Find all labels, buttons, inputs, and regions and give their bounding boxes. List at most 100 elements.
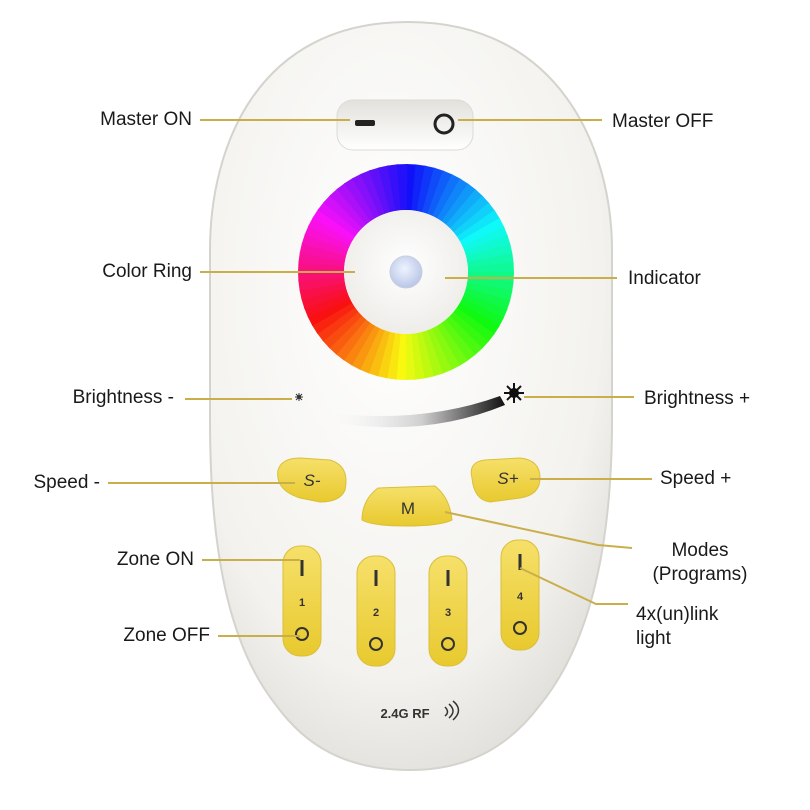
color-ring-segment <box>385 332 401 380</box>
zone-4-button[interactable] <box>500 539 540 651</box>
color-ring-segment <box>445 189 484 229</box>
zone-number: 2 <box>373 607 379 619</box>
brightness-slider[interactable] <box>320 396 505 428</box>
color-ring-segment <box>298 261 345 272</box>
color-ring-segment <box>426 328 452 374</box>
zone-off-mark <box>441 637 455 651</box>
color-ring-segment <box>449 311 489 350</box>
color-ring-segment <box>298 251 346 267</box>
color-ring[interactable] <box>298 164 514 380</box>
color-ring-segment <box>462 226 508 252</box>
color-ring-segment <box>301 233 349 256</box>
color-ring-segment <box>449 195 490 233</box>
color-ring-segment <box>432 174 462 219</box>
master-on-label: Master ON <box>100 109 192 130</box>
color-ring-segment <box>323 194 363 233</box>
link-leader <box>519 567 628 605</box>
mode-key-label: M <box>401 499 415 518</box>
zone-number: 1 <box>299 597 305 609</box>
color-ring-segment <box>441 183 477 226</box>
color-ring-segment <box>422 167 445 215</box>
speed-plus-key-label: S+ <box>497 469 518 488</box>
mode-button[interactable] <box>361 485 453 527</box>
master-off-label: Master OFF <box>612 111 714 132</box>
brightness-plus-label: Brightness + <box>644 388 751 409</box>
color-ring-segment <box>427 170 453 217</box>
color-ring-segment <box>360 170 386 216</box>
color-ring-segment <box>431 325 460 371</box>
color-ring-segment <box>406 164 417 211</box>
color-ring-segment <box>299 242 347 262</box>
zone-number: 3 <box>445 607 451 619</box>
color-ring-segment <box>456 303 500 336</box>
speed-minus-button[interactable] <box>277 457 347 503</box>
link-label: 4x(un)link light <box>636 603 718 651</box>
color-ring-segment <box>456 210 501 242</box>
color-ring-segment <box>329 188 367 229</box>
color-ring-segment <box>445 315 483 356</box>
zone-off-label: Zone OFF <box>123 625 210 646</box>
color-ring-segment <box>378 165 397 213</box>
color-ring-segment <box>464 235 511 257</box>
master-on-button[interactable] <box>355 120 375 126</box>
color-ring-segment <box>437 178 470 222</box>
color-ring-segment <box>311 302 356 334</box>
color-ring-segment <box>461 293 508 319</box>
color-ring-label: Color Ring <box>102 261 192 282</box>
color-ring-segment <box>396 164 408 211</box>
color-ring-segment <box>459 218 505 247</box>
color-ring-segment <box>322 311 363 349</box>
color-ring-segment <box>316 306 359 342</box>
color-ring-segment <box>328 315 367 355</box>
color-ring-segment <box>463 288 511 311</box>
zone-3-button[interactable] <box>428 555 468 667</box>
color-ring-segment <box>307 297 353 326</box>
zone-off-mark <box>513 621 527 635</box>
leader-lines <box>108 119 652 637</box>
zone-off-mark <box>369 637 383 651</box>
zone-2-button[interactable] <box>356 555 396 667</box>
speed-minus-key-label: S- <box>304 471 321 490</box>
indicator-label: Indicator <box>628 268 701 289</box>
zone-1-button[interactable] <box>282 545 322 657</box>
indicator-light <box>389 255 423 289</box>
color-ring-segment <box>459 298 504 328</box>
link-label-line1: 4x(un)link <box>636 604 719 625</box>
zone-on-mark <box>300 560 304 576</box>
link-label-line2: light <box>636 628 671 649</box>
master-off-button[interactable] <box>433 113 455 135</box>
color-ring-segment <box>416 165 436 213</box>
color-ring-segment <box>344 177 376 222</box>
color-ring-segment <box>436 322 468 367</box>
color-ring-segment <box>421 330 443 377</box>
color-ring-segment <box>308 216 353 246</box>
rf-wave-icon <box>444 700 460 721</box>
color-ring-segment <box>467 262 514 274</box>
zone-on-mark <box>374 570 378 586</box>
zone-on-mark <box>446 570 450 586</box>
modes-label: Modes (Programs) <box>640 539 760 587</box>
zone-number: 4 <box>517 591 524 603</box>
color-ring-segment <box>376 331 396 379</box>
zone-1-button-group[interactable]: 1 <box>282 545 322 657</box>
color-ring-segment <box>453 202 496 238</box>
color-ring-segment <box>415 331 434 379</box>
zone-2-button-group[interactable]: 2 <box>356 555 396 667</box>
color-ring-segment <box>301 287 348 309</box>
color-ring-segment <box>342 322 375 366</box>
color-ring-segment <box>411 164 427 212</box>
modes-leader <box>444 511 633 549</box>
color-ring-segment <box>440 319 476 362</box>
color-ring-segment <box>359 327 385 374</box>
zone-buttons: 1 2 3 4 <box>282 539 540 667</box>
color-ring-segment <box>304 292 350 318</box>
zone-3-button-group[interactable]: 3 <box>428 555 468 667</box>
color-ring-segment <box>335 318 371 361</box>
color-ring-segment <box>336 182 372 225</box>
color-ring-segment <box>369 167 391 214</box>
zone-4-button-group[interactable]: 4 <box>500 539 540 651</box>
color-ring-segment <box>404 333 416 380</box>
color-ring-segment <box>452 307 495 343</box>
modes-label-line2: (Programs) <box>652 564 748 585</box>
